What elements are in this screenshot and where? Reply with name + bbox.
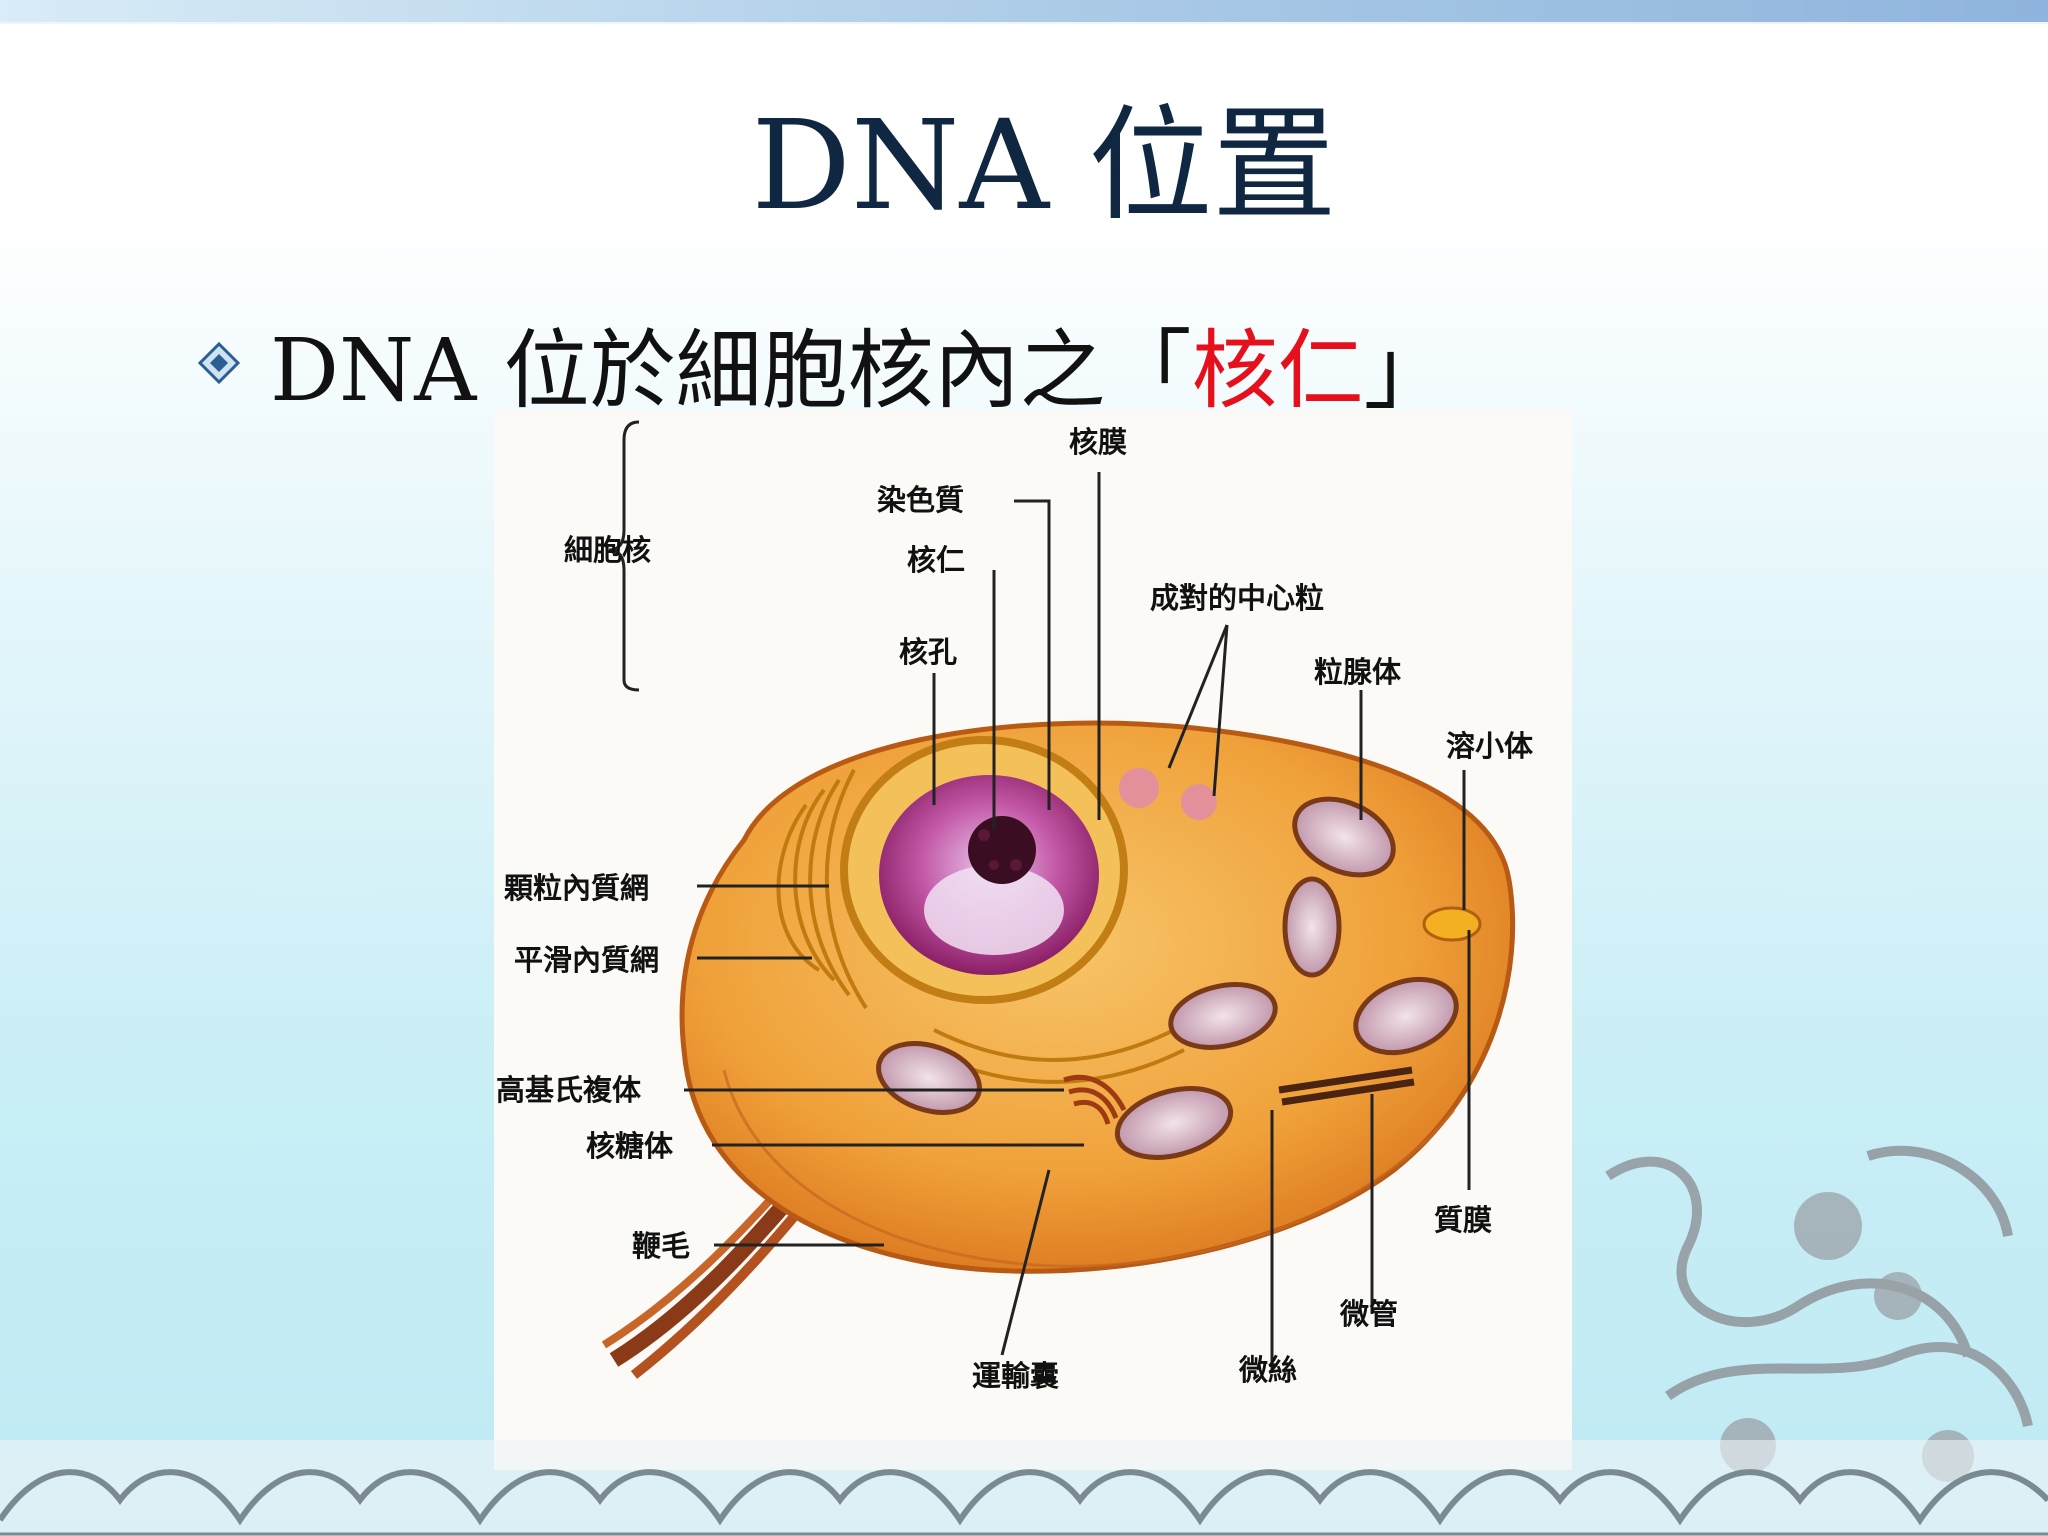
mitochondria-shapes — [876, 796, 1459, 1160]
label-nuclear-pore: 核孔 — [899, 635, 957, 669]
slide-title: DNA 位置 — [751, 94, 1337, 238]
label-ribosome: 核糖体 — [586, 1129, 674, 1163]
cytoskeleton-shape — [1278, 1066, 1415, 1106]
centriole-shape — [1119, 768, 1217, 820]
label-rough-er: 顆粒內質網 — [504, 871, 649, 905]
top-banner-line — [0, 22, 2048, 24]
label-transport-vesicle: 運輸囊 — [972, 1359, 1059, 1393]
label-nuclear-membrane: 核膜 — [1069, 425, 1127, 459]
label-cell-membrane: 質膜 — [1434, 1203, 1492, 1237]
nucleolus-shape — [968, 816, 1036, 884]
top-banner — [0, 0, 2048, 22]
bullet-text-highlight: 核仁 — [1191, 321, 1364, 421]
label-centrioles: 成對的中心粒 — [1150, 581, 1324, 615]
label-chromatin: 染色質 — [877, 483, 964, 517]
label-flagellum: 鞭毛 — [632, 1229, 690, 1263]
diamond-bullet-icon — [197, 341, 241, 384]
label-golgi: 高基氏複体 — [496, 1073, 642, 1107]
cell-diagram: 細胞核 核膜 染色質 核仁 核孔 成對的中心粒 粒腺体 溶小体 顆粒內質網 平滑… — [494, 410, 1572, 1470]
label-microtubule: 微管 — [1339, 1297, 1398, 1331]
bullet-point: DNA 位於細胞核內之「核仁」 — [196, 300, 1450, 425]
label-lysosome: 溶小体 — [1446, 729, 1534, 763]
label-microfilament: 微絲 — [1238, 1353, 1297, 1387]
bullet-text-prefix: DNA 位於細胞核內之「 — [270, 321, 1192, 421]
waves-decoration — [0, 1440, 2048, 1536]
label-nucleolus: 核仁 — [907, 543, 965, 577]
label-smooth-er: 平滑內質網 — [514, 943, 659, 977]
label-nucleus: 細胞核 — [564, 533, 651, 567]
cell-illustration: 細胞核 核膜 染色質 核仁 核孔 成對的中心粒 粒腺体 溶小体 顆粒內質網 平滑… — [496, 420, 1534, 1393]
golgi-shape — [1063, 1074, 1127, 1125]
lysosome-shape — [1422, 906, 1482, 942]
bullet-text-suffix: 」 — [1363, 321, 1450, 421]
label-mitochondria: 粒腺体 — [1314, 655, 1402, 689]
